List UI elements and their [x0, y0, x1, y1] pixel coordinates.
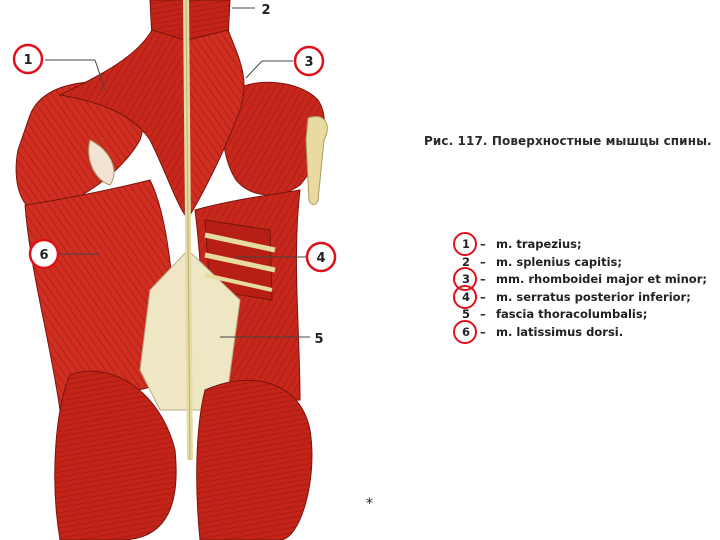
highlight-circle-icon	[453, 319, 477, 344]
legend-item-3: 3 – mm. rhomboidei major et minor;	[453, 267, 716, 292]
callout-4: 4	[235, 241, 337, 273]
legend-number: 3	[461, 272, 470, 287]
back-muscles	[15, 0, 328, 540]
legend-dash: –	[480, 272, 486, 287]
callout-2-label: 2	[261, 3, 270, 18]
legend-item-6: 6 – m. latissimus dorsi.	[453, 319, 716, 344]
callout-1: 1	[12, 43, 106, 91]
legend-item-4: 4 – m. serratus posterior inferior;	[453, 284, 716, 309]
highlight-circle-icon	[453, 284, 477, 309]
legend-number: 1	[461, 237, 470, 251]
legend-item-2: 2 – m. splenius capitis;	[454, 254, 716, 272]
callout-3-label: 3	[304, 55, 313, 70]
legend-item-5: 5 – fascia thoracolumbalis;	[454, 306, 716, 324]
legend-text: m. serratus posterior inferior;	[496, 289, 691, 304]
callout-1-label: 1	[23, 53, 32, 68]
legend-dash: –	[480, 307, 486, 322]
figure-caption: Рис. 117. Поверхностные мышцы спины.	[424, 134, 712, 148]
callout-6-label: 6	[39, 248, 48, 263]
legend-number: 4	[461, 289, 470, 304]
legend-number: 2	[461, 254, 470, 269]
callout-4-label: 4	[316, 251, 325, 266]
highlight-circle-icon	[453, 232, 477, 256]
legend-number: 5	[461, 307, 470, 322]
legend-dash: –	[480, 237, 486, 251]
legend-item-1: 1 – m. trapezius;	[453, 232, 716, 256]
callout-3: 3	[245, 45, 325, 79]
legend-dash: –	[480, 324, 486, 339]
legend-text: m. splenius capitis;	[496, 254, 622, 269]
footnote-mark: *	[366, 496, 373, 512]
legend-text: m. latissimus dorsi.	[496, 324, 624, 339]
callout-5: 5	[220, 332, 324, 347]
legend-number: 6	[461, 324, 470, 339]
callout-5-label: 5	[314, 332, 323, 347]
legend-text: m. trapezius;	[496, 237, 582, 251]
legend-dash: –	[480, 289, 486, 304]
legend-dash: –	[480, 254, 486, 269]
callout-6: 6	[28, 238, 100, 270]
legend: 1 – m. trapezius; 2 – m. splenius capiti…	[453, 232, 716, 344]
callout-2: 2	[232, 3, 271, 18]
legend-text: fascia thoracolumbalis;	[496, 307, 648, 322]
legend-text: mm. rhomboidei major et minor;	[496, 272, 707, 287]
